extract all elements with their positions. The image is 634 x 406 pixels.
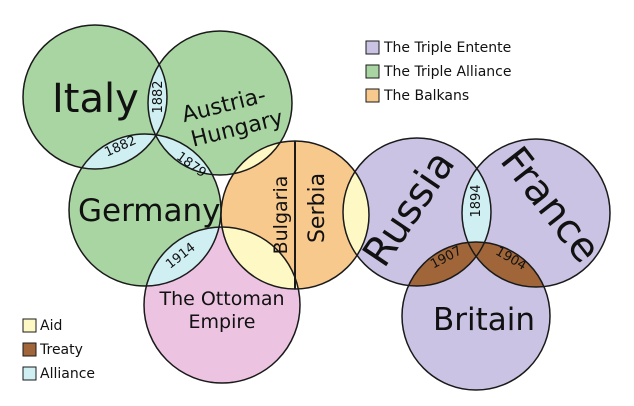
lens-russia-britain	[402, 242, 491, 286]
legend-label-alliance-link: Alliance	[40, 366, 95, 382]
legend-swatch-treaty	[22, 342, 37, 357]
label-germany: Germany	[78, 193, 220, 229]
lens-france-britain	[462, 242, 550, 287]
lens-balkans-ottoman	[221, 227, 300, 289]
year-italy-austria: 1882	[151, 80, 166, 113]
label-bulgaria: Bulgaria	[270, 176, 292, 255]
lens-germany-ottoman	[144, 227, 221, 286]
legend-label-alliance: The Triple Alliance	[383, 64, 511, 80]
legend-bottom: Aid Treaty Alliance	[22, 318, 95, 382]
legend-swatch-balkans	[365, 88, 380, 103]
circle-austria-hungary	[148, 31, 292, 175]
legend-label-treaty: Treaty	[39, 342, 83, 358]
label-serbia: Serbia	[305, 173, 330, 243]
circle-italy	[23, 25, 167, 169]
legend-label-balkans: The Balkans	[383, 88, 469, 104]
circle-outlines	[22, 24, 611, 391]
legend-swatch-entente	[365, 40, 380, 55]
legend-swatch-aid	[22, 318, 37, 333]
label-italy: Italy	[52, 76, 139, 122]
legend-swatch-alliance-link	[22, 366, 37, 381]
legend-label-aid: Aid	[40, 318, 62, 334]
legend-top: The Triple Entente The Triple Alliance T…	[365, 40, 511, 104]
legend-label-entente: The Triple Entente	[383, 40, 511, 56]
label-britain: Britain	[433, 302, 535, 338]
label-ottoman-1: The Ottoman	[158, 288, 284, 310]
label-ottoman-2: Empire	[189, 311, 256, 333]
year-russia-france: 1894	[469, 184, 484, 217]
legend-swatch-alliance	[365, 64, 380, 79]
